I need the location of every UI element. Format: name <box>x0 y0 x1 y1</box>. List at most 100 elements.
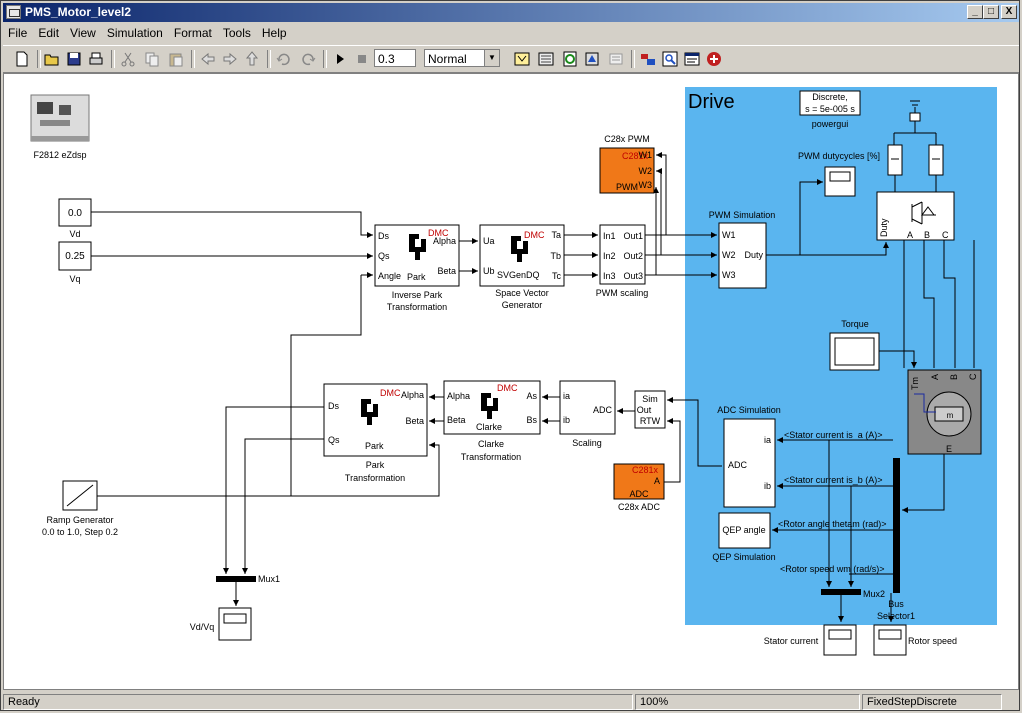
stator-current-scope[interactable]: Stator current <box>764 624 857 656</box>
undo-icon[interactable] <box>275 50 293 68</box>
svg-text:ADC: ADC <box>593 405 613 415</box>
svg-text:0.0 to 1.0, Step 0.2: 0.0 to 1.0, Step 0.2 <box>42 527 118 537</box>
sim-rtw-switch-block[interactable]: Sim Out RTW <box>634 390 666 429</box>
svg-text:QEP angle: QEP angle <box>722 525 765 535</box>
ezdsp-label: F2812 eZdsp <box>33 150 86 160</box>
svg-text:C281x: C281x <box>622 151 649 161</box>
svg-text:Generator: Generator <box>502 300 543 310</box>
mux2-block[interactable]: Mux2 <box>821 589 885 599</box>
model-browser-icon[interactable] <box>537 50 555 68</box>
pwm-simulation-block[interactable]: PWM Simulation W1 W2 W3 Duty <box>709 210 776 289</box>
igbt-inverter-block[interactable]: Duty A B C <box>876 191 955 241</box>
close-button[interactable]: X <box>1001 5 1017 19</box>
redo-icon[interactable] <box>299 50 317 68</box>
powergui-block[interactable]: Discrete, s = 5e-005 s powergui <box>799 90 861 129</box>
up-arrow-icon[interactable] <box>243 50 261 68</box>
menu-simulation[interactable]: Simulation <box>106 26 163 40</box>
debug-icon[interactable] <box>607 50 625 68</box>
simulation-mode-value: Normal <box>428 52 467 66</box>
start-simulation-icon[interactable] <box>331 50 349 68</box>
model-canvas[interactable]: Drive Discrete, s = 5e-005 s powergui F2… <box>3 73 1019 690</box>
pwm-dutycycles-scope[interactable]: PWM dutycycles [%] <box>798 151 880 197</box>
svg-text:Alpha: Alpha <box>447 391 470 401</box>
pms-motor-block[interactable]: Tm A B C m E <box>907 369 982 455</box>
properties-icon[interactable] <box>683 50 701 68</box>
back-arrow-icon[interactable] <box>199 50 217 68</box>
svg-text:Park: Park <box>365 441 384 451</box>
bus-selector-block[interactable]: Bus Selector1 <box>877 458 915 621</box>
menu-help[interactable]: Help <box>261 26 287 40</box>
rotor-speed-scope[interactable]: Rotor speed <box>873 624 957 656</box>
menu-file[interactable]: File <box>8 26 28 40</box>
svg-text:In3: In3 <box>603 271 616 281</box>
vq-constant-block[interactable]: 0.25 Vq <box>58 241 92 284</box>
ezdsp-board-icon[interactable]: F2812 eZdsp <box>30 94 90 160</box>
signal-label-wm: <Rotor speed wm (rad/s)> <box>780 564 885 574</box>
menu-bar: File Edit View Simulation Format Tools Help <box>3 23 1019 42</box>
vdvq-scope[interactable]: Vd/Vq <box>190 607 252 641</box>
park-block[interactable]: Ds Qs Alpha Beta DMC Park Park Transform… <box>323 383 428 483</box>
svg-text:A: A <box>907 230 913 240</box>
vd-constant-block[interactable]: 0.0 Vd <box>58 198 92 239</box>
svg-text:DMC: DMC <box>380 388 401 398</box>
copy-icon[interactable] <box>143 50 161 68</box>
svg-text:A: A <box>654 476 660 486</box>
ramp-generator-block[interactable]: Ramp Generator 0.0 to 1.0, Step 0.2 <box>42 480 118 537</box>
new-model-icon[interactable] <box>13 50 31 68</box>
update-diagram-icon[interactable] <box>561 50 579 68</box>
find-icon[interactable] <box>661 50 679 68</box>
svg-text:Stator current: Stator current <box>764 636 819 646</box>
menu-tools[interactable]: Tools <box>222 26 251 40</box>
debugger-icon[interactable] <box>705 50 723 68</box>
stop-simulation-icon[interactable] <box>353 50 371 68</box>
menu-edit[interactable]: Edit <box>38 26 60 40</box>
pwm-scaling-block[interactable]: In1 In2 In3 Out1 Out2 Out3 PWM scaling <box>596 224 649 298</box>
svg-text:Space Vector: Space Vector <box>495 288 549 298</box>
stop-time-input[interactable]: 0.3 <box>374 49 416 67</box>
minimize-button[interactable]: _ <box>967 5 983 19</box>
simulation-mode-select[interactable]: Normal ▼ <box>424 49 500 67</box>
svg-text:Transformation: Transformation <box>461 452 521 462</box>
svg-text:0.25: 0.25 <box>65 251 85 262</box>
svg-text:Mux1: Mux1 <box>258 574 280 584</box>
scaling-block[interactable]: ia ib ADC Scaling <box>559 380 616 448</box>
chevron-down-icon[interactable]: ▼ <box>484 50 499 66</box>
svg-text:Duty: Duty <box>744 250 763 260</box>
inverse-park-block[interactable]: Ds Qs Angle Alpha Beta DMC Park Inverse … <box>374 224 460 312</box>
svg-text:Clarke: Clarke <box>478 439 504 449</box>
svg-text:Out2: Out2 <box>623 251 643 261</box>
svgen-block[interactable]: Ua Ub Ta Tb Tc DMC SVGenDQ Space Vector … <box>479 224 565 310</box>
svg-text:PWM scaling: PWM scaling <box>596 288 649 298</box>
print-icon[interactable] <box>87 50 105 68</box>
svg-text:C: C <box>968 373 978 380</box>
svg-text:Tc: Tc <box>552 271 562 281</box>
adc-simulation-block[interactable]: ADC Simulation ADC ia ib <box>717 405 781 508</box>
open-folder-icon[interactable] <box>43 50 61 68</box>
svg-text:DMC: DMC <box>524 230 545 240</box>
svg-text:Park: Park <box>366 460 385 470</box>
library-browser-icon[interactable] <box>513 50 531 68</box>
maximize-button[interactable]: □ <box>983 5 999 19</box>
c28x-pwm-block[interactable]: C28x PWM C281x W1 W2 PWM W3 <box>599 134 655 194</box>
svg-text:W1: W1 <box>639 150 653 160</box>
model-explorer-icon[interactable] <box>639 50 657 68</box>
svg-text:Vq: Vq <box>69 274 80 284</box>
cut-icon[interactable] <box>119 50 137 68</box>
svg-text:Beta: Beta <box>437 266 456 276</box>
qep-simulation-block[interactable]: QEP angle QEP Simulation <box>712 512 776 562</box>
save-icon[interactable] <box>65 50 83 68</box>
window-title: PMS_Motor_level2 <box>25 5 132 19</box>
svg-text:Ua: Ua <box>483 236 495 246</box>
torque-block[interactable]: Torque <box>829 319 880 371</box>
paste-icon[interactable] <box>167 50 185 68</box>
svg-text:Beta: Beta <box>447 415 466 425</box>
forward-arrow-icon[interactable] <box>221 50 239 68</box>
mux1-block[interactable]: Mux1 <box>216 574 280 584</box>
menu-format[interactable]: Format <box>173 26 212 40</box>
build-icon[interactable] <box>583 50 601 68</box>
menu-view[interactable]: View <box>70 26 96 40</box>
c28x-adc-block[interactable]: C281x A ADC C28x ADC <box>613 463 665 512</box>
svg-text:In2: In2 <box>603 251 616 261</box>
svg-text:C281x: C281x <box>632 465 659 475</box>
clarke-block[interactable]: Alpha Beta As Bs DMC Clarke Clarke Trans… <box>443 380 541 462</box>
